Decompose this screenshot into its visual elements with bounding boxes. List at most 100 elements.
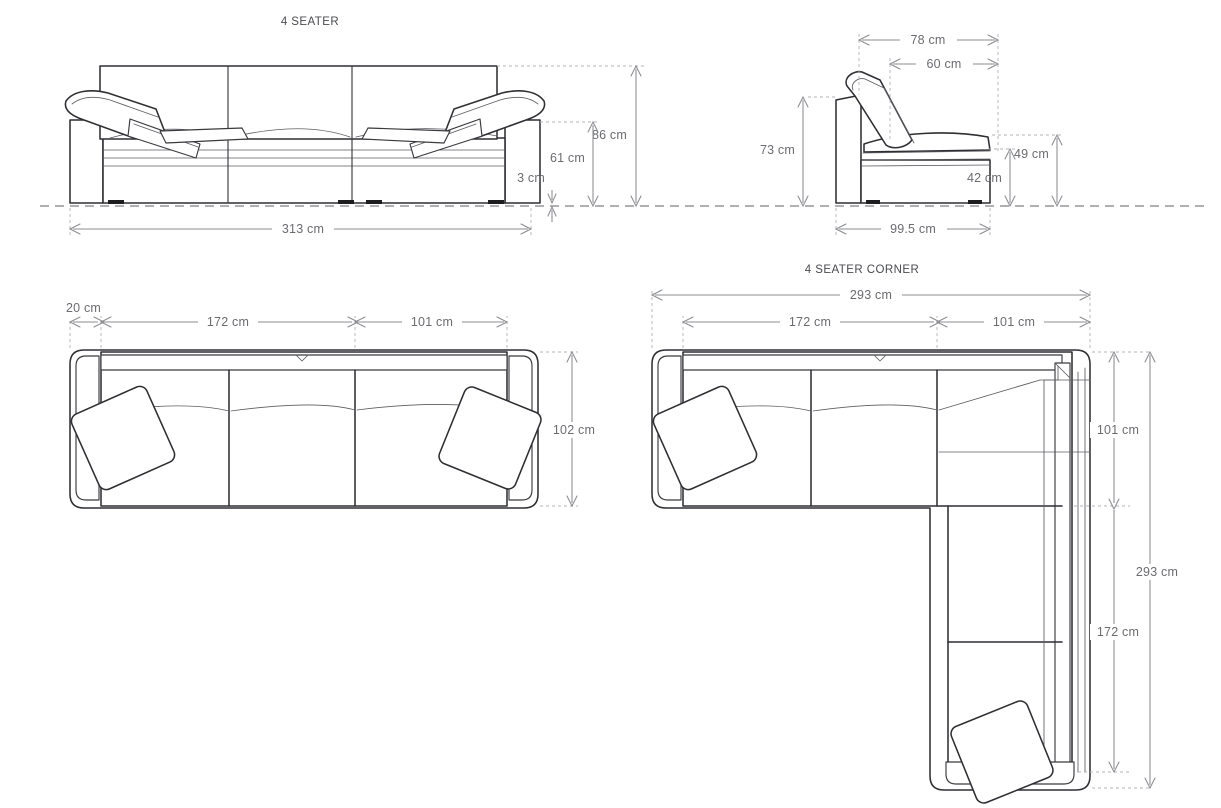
dim-arrow-plan-102-top bbox=[566, 350, 578, 363]
dim-arrow-corner-v293-top bbox=[1144, 350, 1156, 363]
dim-arrow-corner-v101-bottom bbox=[1108, 498, 1120, 511]
dim-arrow-78-right bbox=[987, 34, 1000, 46]
dim-arrow-73-bottom bbox=[797, 195, 809, 208]
dim-arrow-corner-v172-bottom bbox=[1108, 761, 1120, 774]
left-arm-wedge bbox=[159, 127, 249, 144]
dim-arrow-86-bottom bbox=[630, 195, 642, 208]
front-view-title: 4 SEATER bbox=[281, 16, 339, 28]
side-back-slab bbox=[835, 94, 862, 204]
corner-bottom-pillow-shape bbox=[950, 700, 1054, 804]
right-arm-slab bbox=[504, 119, 541, 204]
plan-left-pillow bbox=[70, 385, 176, 491]
corner-left-pillow bbox=[652, 385, 758, 491]
plan-right-pillow bbox=[438, 386, 542, 490]
corner-cushion-curve-2 bbox=[812, 404, 938, 412]
dim-label-corner-depth-total: 293 cm bbox=[1136, 565, 1178, 579]
dim-label-bg-corner-101 bbox=[984, 314, 1044, 330]
dim-arrow-plan-101-left bbox=[353, 316, 366, 328]
dim-label-depth-total: 99.5 cm bbox=[890, 222, 936, 236]
front-view-dimensions: 86 cm 61 cm 3 cm 313 cm bbox=[68, 64, 645, 237]
dim-label-depth-seat: 60 cm bbox=[926, 57, 961, 71]
corner-view-title: 4 SEATER CORNER bbox=[805, 264, 920, 276]
dim-label-ground-clearance: 3 cm bbox=[517, 171, 545, 185]
dim-arrow-73-top bbox=[797, 95, 809, 108]
dim-label-bg-corner-v172 bbox=[1090, 624, 1146, 640]
dim-arrow-corner-293-left bbox=[650, 289, 663, 301]
plan-corner-drawing bbox=[651, 349, 1091, 804]
side-foot-1 bbox=[866, 200, 880, 204]
corner-backrest-band-right bbox=[1054, 362, 1071, 767]
dim-label-corner-module-right: 101 cm bbox=[993, 315, 1035, 329]
plan-corner-dimensions: 293 cm 172 cm 101 cm 101 cm 172 cm bbox=[650, 287, 1188, 790]
dim-arrow-42-top bbox=[1004, 147, 1016, 160]
dim-arrow-corner-v101-top bbox=[1108, 350, 1120, 363]
dim-label-height-arm: 49 cm bbox=[1014, 147, 1049, 161]
dim-arrow-3-down bbox=[547, 193, 557, 205]
dim-label-height-seat: 42 cm bbox=[967, 171, 1002, 185]
plan-left-pillow-shape bbox=[70, 385, 176, 491]
dim-label-height-total: 86 cm bbox=[592, 128, 627, 142]
right-arm-bolster-seam bbox=[451, 96, 539, 118]
dim-label-bg-corner-293 bbox=[840, 287, 902, 303]
side-back-cushion-seam bbox=[851, 78, 915, 144]
dim-arrow-86-top bbox=[630, 64, 642, 77]
foot-4 bbox=[488, 200, 504, 204]
side-seat-seam-1 bbox=[862, 150, 991, 154]
dim-arrow-42-bottom bbox=[1004, 195, 1016, 208]
foot-2 bbox=[338, 200, 354, 204]
dim-arrow-78-left bbox=[857, 34, 870, 46]
side-elevation-drawing bbox=[835, 70, 991, 204]
dim-arrow-995-right bbox=[979, 223, 992, 235]
dim-arrow-3-up bbox=[547, 205, 557, 217]
dim-arrow-corner-172-left bbox=[681, 316, 694, 328]
dim-arrow-61-bottom bbox=[587, 195, 599, 208]
dim-label-corner-depth-lower: 172 cm bbox=[1097, 625, 1139, 639]
dim-label-corner-depth-upper: 101 cm bbox=[1097, 423, 1139, 437]
plan-four-seater-drawing bbox=[69, 349, 542, 509]
plan-cushion-curve-2 bbox=[230, 404, 356, 412]
dim-label-bg-plan-101 bbox=[402, 314, 462, 330]
dim-label-bg-78 bbox=[900, 32, 957, 48]
dim-arrow-313-right bbox=[520, 223, 533, 235]
side-foot-2 bbox=[968, 200, 982, 204]
left-arm-slab bbox=[69, 119, 104, 204]
dim-label-bg-995 bbox=[881, 221, 947, 237]
dim-arrow-60-left bbox=[888, 58, 901, 70]
dim-arrow-corner-101-left bbox=[935, 316, 948, 328]
dim-label-bg-corner-v293 bbox=[1126, 564, 1188, 580]
dim-arrow-corner-v293-bottom bbox=[1144, 777, 1156, 790]
dim-label-plan-depth: 102 cm bbox=[553, 423, 595, 437]
dim-label-bg-313 bbox=[272, 221, 334, 237]
dim-label-bg-corner-172 bbox=[780, 314, 840, 330]
plan-backrest-band bbox=[100, 354, 508, 371]
foot-3 bbox=[366, 200, 382, 204]
dim-label-width-total: 313 cm bbox=[282, 222, 324, 236]
foot-1 bbox=[108, 200, 124, 204]
corner-mitre-line-1 bbox=[1054, 362, 1071, 379]
dim-label-corner-module-left: 172 cm bbox=[789, 315, 831, 329]
plan-right-pillow-shape bbox=[438, 386, 542, 490]
side-view-dimensions: 78 cm 60 cm 73 cm 49 cm 42 cm 99.5 cm bbox=[760, 32, 1063, 237]
dim-arrow-corner-293-right bbox=[1079, 289, 1092, 301]
dim-label-module-right: 101 cm bbox=[411, 315, 453, 329]
dim-arrow-49-top bbox=[1051, 133, 1063, 146]
dim-label-bg-plan-172 bbox=[198, 314, 258, 330]
seat-cushion-curve-2 bbox=[231, 128, 351, 138]
dim-label-arm-width: 20 cm bbox=[66, 301, 101, 315]
dim-arrow-plan-101-right bbox=[496, 316, 509, 328]
front-elevation-drawing bbox=[40, 65, 1205, 207]
dim-arrow-plan-172-left bbox=[99, 316, 112, 328]
dim-arrow-plan-102-bottom bbox=[566, 495, 578, 508]
dim-arrow-61-top bbox=[587, 120, 599, 133]
side-seat-seam-2 bbox=[861, 158, 991, 161]
dim-label-height-seatback: 61 cm bbox=[550, 151, 585, 165]
dim-arrow-49-bottom bbox=[1051, 195, 1063, 208]
dim-arrow-60-right bbox=[987, 58, 1000, 70]
dim-arrow-corner-101-right bbox=[1079, 316, 1092, 328]
right-arm-wedge bbox=[361, 127, 451, 144]
corner-left-pillow-shape bbox=[652, 385, 758, 491]
left-arm-bolster-seam bbox=[71, 96, 159, 118]
dim-arrow-plan-20-left bbox=[68, 316, 81, 328]
